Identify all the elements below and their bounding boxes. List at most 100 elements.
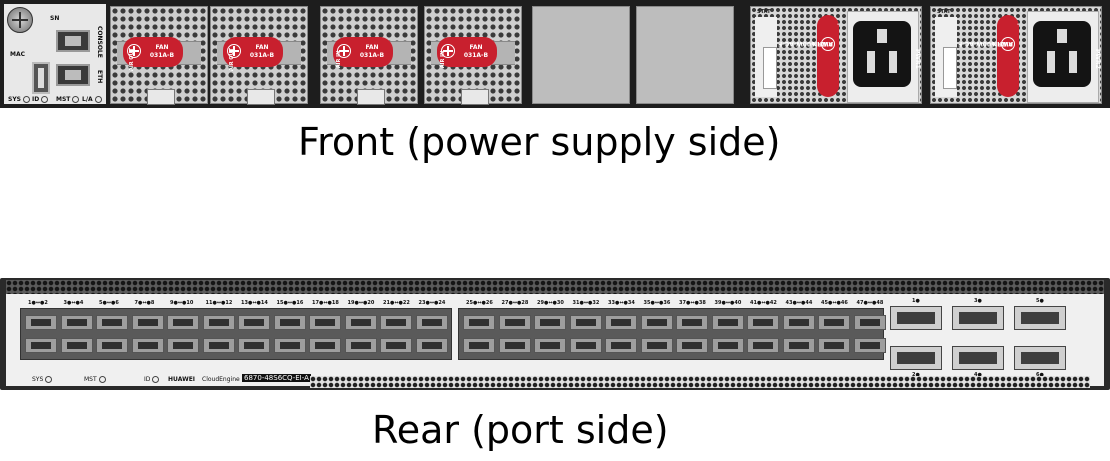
port-label: 21●↔●22 [383,300,410,306]
qsfp-port-1[interactable] [890,306,942,330]
sfp-port-21[interactable] [380,315,412,330]
fan-module-3[interactable]: FAN 031A-B AIR IN [320,6,418,105]
power-supply-2[interactable]: STAT AIR IN · PWR 600W-AC-F PWR2 [930,6,1102,104]
fan-handle[interactable] [461,89,489,105]
sfp-port-2[interactable] [25,338,57,353]
sfp-port-43[interactable] [782,315,815,330]
sfp-port-33[interactable] [605,315,637,330]
console-port[interactable] [56,30,90,52]
sfp-port-20[interactable] [344,338,377,353]
port-label: 37●↔●38 [679,300,706,306]
sfp-port-30[interactable] [534,338,566,353]
port-label: 43●↔●44 [785,300,813,306]
sfp-port-40[interactable] [711,338,744,353]
sfp-port-44[interactable] [782,338,815,353]
port-label: 15●↔●16 [276,300,304,306]
sfp-port-14[interactable] [238,338,270,353]
fan-module-4[interactable]: FAN 031A-B AIR IN [424,6,522,105]
fan-icon [1001,37,1015,51]
sfp-port-16[interactable] [273,338,306,353]
fan-handle[interactable] [357,89,385,105]
sfp-port-3[interactable] [60,315,93,330]
psu-name-label: PWR1 [914,49,921,69]
sfp-port-17[interactable] [309,315,341,330]
sfp-port-8[interactable] [131,338,164,353]
qsfp-label: 2● [912,372,920,378]
psu-latch[interactable] [943,47,957,89]
port-label: 29●↔●30 [537,300,564,306]
fan-handle[interactable] [247,89,275,105]
psu-latch[interactable] [763,47,777,89]
sfp-port-13[interactable] [238,315,270,330]
sfp-port-32[interactable] [569,338,602,353]
sfp-port-48[interactable] [853,338,886,353]
sfp-port-42[interactable] [747,338,779,353]
sfp-port-7[interactable] [131,315,164,330]
sfp-port-1[interactable] [25,315,57,330]
port-label: 35●↔●36 [643,300,671,306]
sfp-port-41[interactable] [747,315,779,330]
sfp-port-26[interactable] [463,338,495,353]
port-label: 5●↔●6 [99,300,119,306]
sfp-port-22[interactable] [380,338,412,353]
port-label: 25●↔●26 [466,300,493,306]
qsfp-port-4[interactable] [952,346,1004,370]
sfp-port-28[interactable] [498,338,531,353]
sfp-port-19[interactable] [344,315,377,330]
sfp-port-37[interactable] [676,315,708,330]
port-label: 31●↔●32 [572,300,600,306]
port-label: 47●↔●48 [856,300,884,306]
fan-icon [821,37,835,51]
sfp-port-47[interactable] [853,315,886,330]
front-caption: Front (power supply side) [298,120,781,164]
fan-module-1[interactable]: FAN 031A-B AIR OUT [110,6,208,105]
eth-port[interactable] [56,64,90,86]
sfp-port-46[interactable] [818,338,850,353]
fan-icon [227,44,241,58]
sfp-port-12[interactable] [202,338,235,353]
sfp-port-9[interactable] [167,315,199,330]
ac-power-inlet[interactable] [1033,21,1091,87]
qsfp-label: 3● [974,298,982,304]
port-label: 19●↔●20 [347,300,375,306]
sfp-port-35[interactable] [640,315,673,330]
led-id: ID [144,376,160,383]
qsfp-port-2[interactable] [890,346,942,370]
sfp-port-18[interactable] [309,338,341,353]
sfp-port-24[interactable] [415,338,448,353]
sfp-port-23[interactable] [415,315,448,330]
sfp-port-45[interactable] [818,315,850,330]
captive-screw-icon[interactable] [7,7,33,33]
sfp-port-34[interactable] [605,338,637,353]
sfp-port-29[interactable] [534,315,566,330]
fan-label: FAN 031A-B AIR IN [437,37,497,68]
sfp-port-11[interactable] [202,315,235,330]
qsfp-port-6[interactable] [1014,346,1066,370]
usb-port[interactable] [32,62,50,94]
sfp-port-15[interactable] [273,315,306,330]
fan-handle[interactable] [147,89,175,105]
sfp-port-31[interactable] [569,315,602,330]
qsfp-port-5[interactable] [1014,306,1066,330]
sfp-port-25[interactable] [463,315,495,330]
ac-power-inlet[interactable] [853,21,911,87]
sfp-port-10[interactable] [167,338,199,353]
power-supply-1[interactable]: STAT AIR IN · PWR 600W-AC-F PWR1 [750,6,922,104]
fan-icon [441,44,455,58]
sfp-port-38[interactable] [676,338,708,353]
sfp-port-27[interactable] [498,315,531,330]
console-label: CONSOLE [96,26,103,58]
sfp-port-39[interactable] [711,315,744,330]
port-label: 7●↔●8 [134,300,155,306]
sfp-port-4[interactable] [60,338,93,353]
port-label: 17●↔●18 [312,300,339,306]
sfp-port-6[interactable] [96,338,128,353]
qsfp-port-3[interactable] [952,306,1004,330]
fan-label: FAN 031A-B AIR OUT [223,37,283,71]
sfp-port-36[interactable] [640,338,673,353]
led-mst: MST [56,96,80,103]
vent-grille-top [6,280,1104,294]
fan-module-2[interactable]: FAN 031A-B AIR OUT [210,6,308,105]
sfp-port-5[interactable] [96,315,128,330]
fan-icon [127,44,141,58]
